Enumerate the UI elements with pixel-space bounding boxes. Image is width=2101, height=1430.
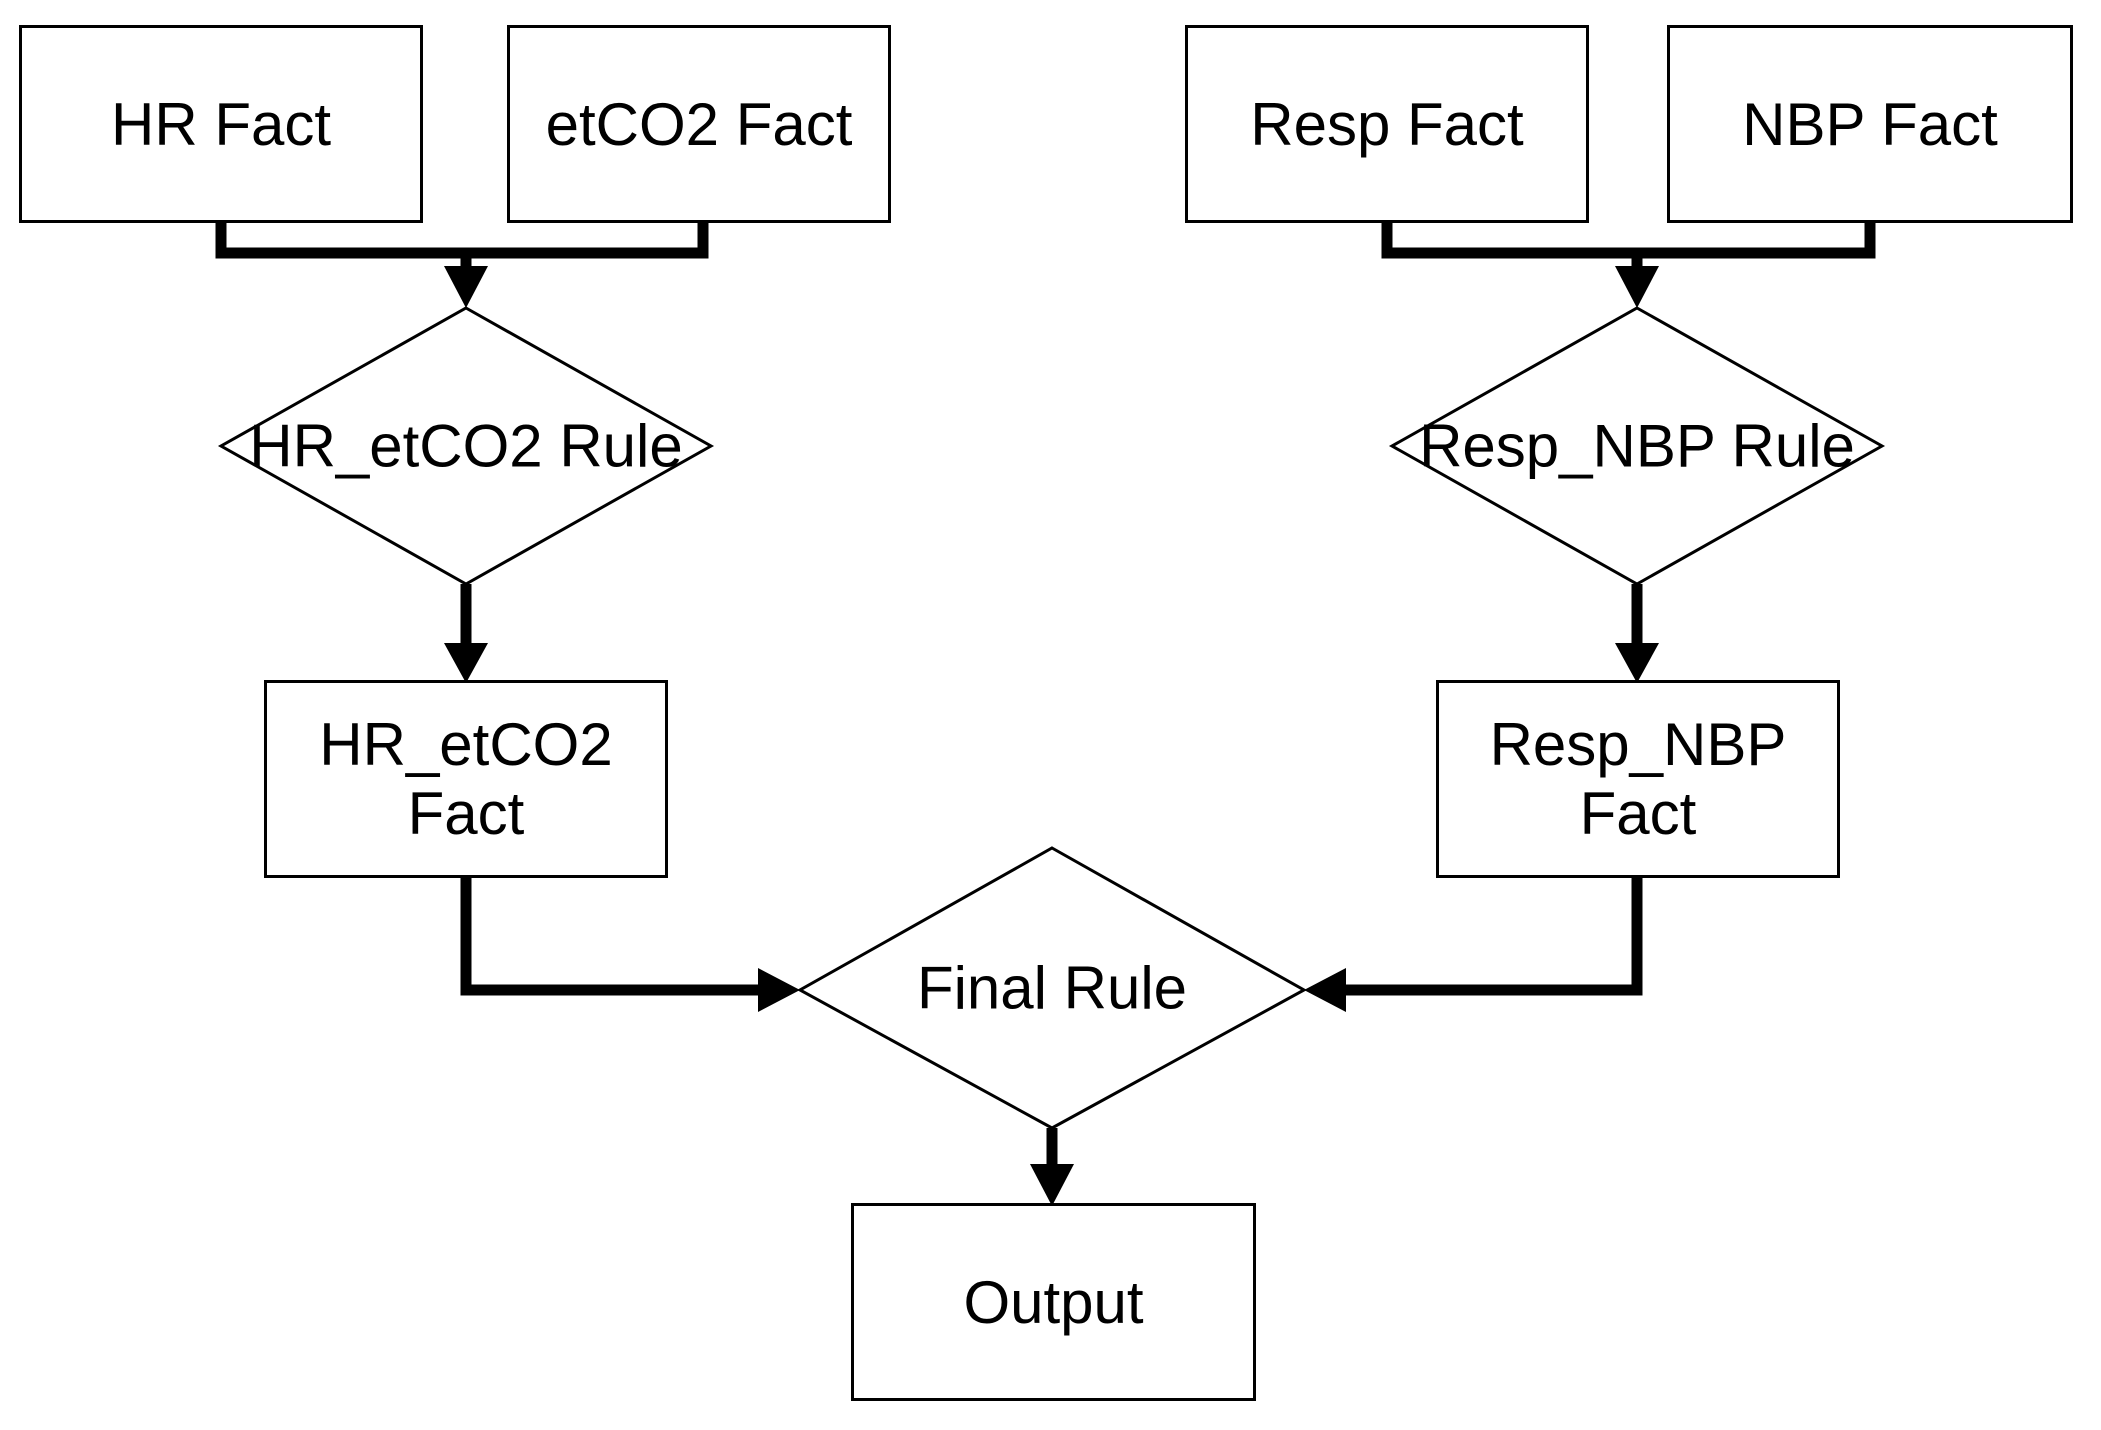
hr-fact-box: HR Fact	[19, 25, 423, 223]
arrowhead-into-resp-nbp-fact	[1615, 643, 1659, 683]
output-label: Output	[963, 1268, 1144, 1336]
hr-etco2-rule-label: HR_etCO2 Rule	[249, 412, 683, 480]
nbp-fact-label: NBP Fact	[1742, 90, 1998, 158]
resp-fact-label: Resp Fact	[1250, 90, 1524, 158]
arrowhead-into-final-rule-right	[1304, 968, 1346, 1012]
resp-nbp-fact-label-line1: Resp_NBP	[1489, 711, 1787, 778]
hr-etco2-fact-box: HR_etCO2 Fact	[264, 680, 668, 878]
arrowhead-into-hr-etco2-fact	[444, 643, 488, 683]
hr-etco2-fact-label-line2: Fact	[407, 780, 525, 847]
edge-hr-etco2-fact-to-final	[460, 877, 758, 996]
edge-hr-etco2-merge-bracket	[215, 223, 709, 259]
resp-fact-box: Resp Fact	[1185, 25, 1589, 223]
etco2-fact-label: etCO2 Fact	[545, 90, 853, 158]
output-box: Output	[851, 1203, 1256, 1401]
nbp-fact-box: NBP Fact	[1667, 25, 2073, 223]
resp-nbp-fact-box: Resp_NBP Fact	[1436, 680, 1840, 878]
resp-nbp-fact-label-line2: Fact	[1579, 780, 1697, 847]
hr-etco2-fact-label-line1: HR_etCO2	[319, 711, 613, 778]
hr-fact-label: HR Fact	[110, 90, 332, 158]
arrowhead-into-resp-nbp-rule	[1615, 266, 1659, 308]
etco2-fact-box: etCO2 Fact	[507, 25, 891, 223]
arrowhead-into-final-rule-left	[758, 968, 800, 1012]
arrowhead-into-hr-etco2-rule	[444, 266, 488, 308]
arrowhead-into-output	[1030, 1164, 1074, 1206]
resp-nbp-rule-label: Resp_NBP Rule	[1419, 412, 1855, 480]
final-rule-label: Final Rule	[916, 954, 1188, 1022]
edge-resp-nbp-fact-to-final	[1346, 877, 1643, 996]
edge-resp-nbp-merge-bracket	[1381, 223, 1876, 259]
